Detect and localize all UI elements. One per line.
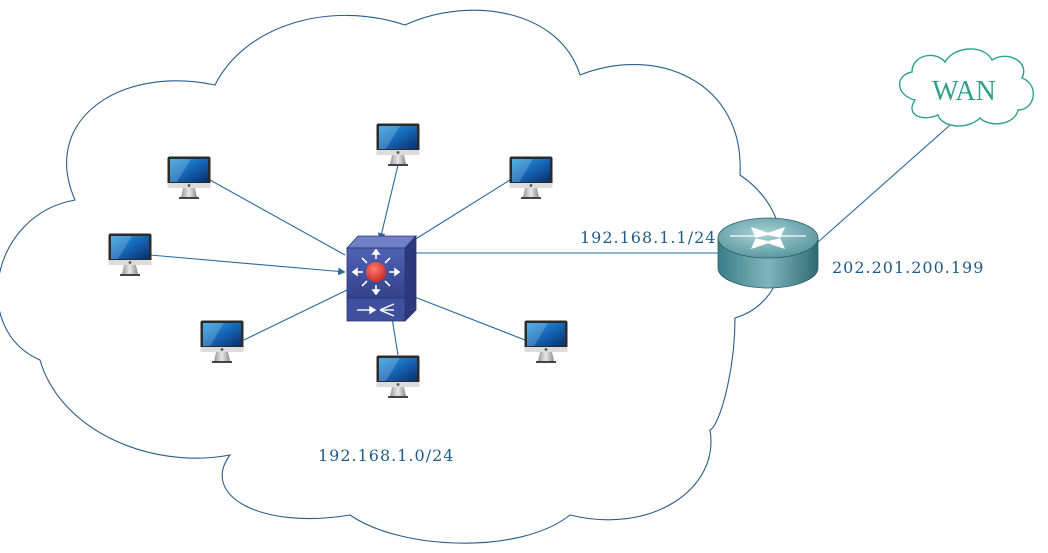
wan-cloud-icon [898, 48, 1034, 127]
pc-topright [509, 156, 553, 199]
wan-label: WAN [932, 76, 996, 107]
link-pc-top [377, 164, 399, 241]
link-router-wan [817, 117, 959, 243]
pc-bottomleft [200, 320, 244, 363]
lan-subnet-label: 192.168.1.0/24 [318, 446, 454, 465]
router-icon [717, 217, 819, 289]
link-pc-bottomleft [243, 289, 348, 341]
pc-bottom [376, 355, 420, 398]
link-pc-left [149, 254, 346, 276]
lan-cloud-outline [0, 9, 784, 544]
switch-core [366, 262, 386, 282]
pc-left [108, 233, 152, 276]
router-wan-ip-label: 202.201.200.199 [832, 258, 984, 277]
link-pc-bottomright [411, 295, 526, 341]
link-pc-bottom [391, 317, 399, 356]
pc-topleft [167, 156, 211, 199]
link-pc-topright [413, 179, 511, 241]
link-pc-topleft [209, 179, 346, 256]
pc-top [376, 123, 420, 166]
router-lan-ip-label: 192.168.1.1/24 [580, 228, 716, 247]
layer3-switch-icon [346, 234, 417, 322]
pc-bottomright [524, 320, 568, 363]
